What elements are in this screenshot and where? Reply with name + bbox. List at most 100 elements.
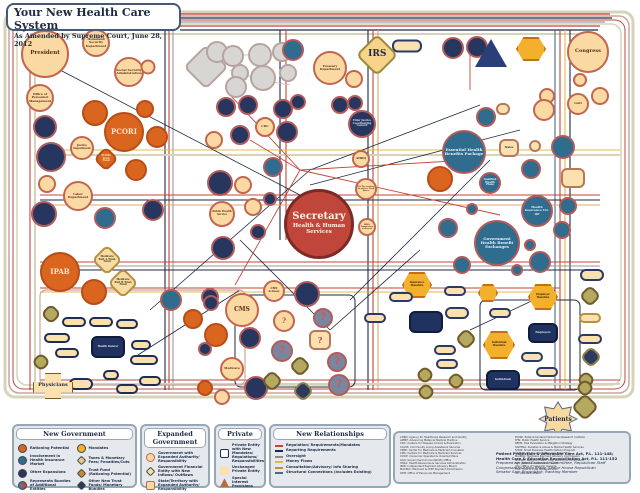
private-entity-box[interactable] <box>116 384 138 394</box>
small-peach-node[interactable] <box>140 59 156 75</box>
private-entity-box[interactable] <box>434 345 456 355</box>
private-entity-box[interactable] <box>578 334 602 344</box>
navy-node[interactable] <box>142 199 164 221</box>
navy-node[interactable] <box>198 342 212 356</box>
public-health-node[interactable]: Public Health Service <box>209 201 235 227</box>
navy-node[interactable] <box>33 115 57 139</box>
private-entity-box[interactable] <box>130 355 158 365</box>
hex-mandate-node[interactable] <box>516 37 546 61</box>
peach-node[interactable] <box>244 198 262 216</box>
congress-node[interactable]: Congress <box>567 31 609 73</box>
blue-node[interactable] <box>524 239 536 251</box>
qualified-health-plans-node[interactable]: Qualified Health Plans <box>479 172 501 194</box>
labor-department-node[interactable]: Labor Department <box>63 181 93 211</box>
private-entity-box[interactable] <box>103 370 119 380</box>
bundle-node[interactable] <box>94 207 116 229</box>
secretary-hhs-node[interactable]: Secretary Health & Human Services <box>284 189 354 259</box>
pcori-sub-node[interactable] <box>146 126 168 148</box>
opm-node[interactable]: Office of Personnel Management <box>26 84 54 112</box>
navy-node[interactable] <box>290 94 306 110</box>
bundle-node[interactable] <box>263 157 283 177</box>
private-entity-box[interactable] <box>389 292 413 302</box>
navy-node[interactable] <box>207 170 233 196</box>
navy-box-node[interactable] <box>409 311 443 333</box>
private-entity-box[interactable] <box>44 333 70 343</box>
private-entity-box[interactable] <box>579 313 601 323</box>
hex-mandate-node[interactable] <box>478 284 498 302</box>
orange-node[interactable] <box>197 380 213 396</box>
blue-node[interactable] <box>553 221 571 239</box>
question-mark-icon[interactable]: ? <box>313 308 333 328</box>
peach-node[interactable] <box>214 389 230 405</box>
orange-node[interactable] <box>427 166 453 192</box>
health-insurer-node[interactable]: Health Insurer <box>91 336 125 358</box>
gao-node[interactable]: GAO <box>567 93 589 115</box>
essential-health-benefits-node[interactable]: Essential Health Benefits Package <box>442 130 486 174</box>
private-entity-box[interactable] <box>62 317 86 327</box>
bundle-node[interactable] <box>160 289 182 311</box>
individual-mandate-node[interactable]: Individual Mandate <box>483 331 515 359</box>
navy-node[interactable] <box>211 236 235 260</box>
blue-node[interactable] <box>529 251 551 273</box>
peach-node[interactable] <box>533 99 555 121</box>
blue-node[interactable] <box>521 159 541 179</box>
orange-node[interactable] <box>81 279 107 305</box>
social-security-node[interactable]: Social Security Administration <box>114 57 144 87</box>
individuals-node[interactable]: Individuals <box>486 370 520 390</box>
navy-node[interactable] <box>273 99 293 119</box>
navy-node[interactable] <box>347 95 363 111</box>
justice-department-node[interactable]: Justice Department <box>70 136 94 160</box>
bundle-node[interactable] <box>282 39 304 61</box>
blue-node[interactable] <box>476 107 496 127</box>
grey-node[interactable] <box>248 43 272 67</box>
private-entity-box[interactable] <box>55 348 79 358</box>
government-exchanges-node[interactable]: Government Health Benefit Exchanges <box>474 220 520 266</box>
peach-node[interactable] <box>234 176 252 194</box>
navy-node[interactable] <box>276 121 298 143</box>
grey-node[interactable] <box>225 76 247 98</box>
president-node[interactable]: President <box>21 30 69 78</box>
peach-node[interactable] <box>591 87 609 105</box>
navy-node[interactable] <box>250 224 266 240</box>
grey-node[interactable] <box>279 64 297 82</box>
pcori-board-node[interactable] <box>82 100 108 126</box>
employer-mandate-node[interactable]: Employer Mandate <box>528 284 558 310</box>
private-entity-box[interactable] <box>89 317 113 327</box>
peach-node[interactable] <box>345 70 363 88</box>
navy-node[interactable] <box>238 95 258 115</box>
private-entity-box[interactable] <box>131 340 151 350</box>
inspector-general-node[interactable]: HHS Inspector General <box>358 218 376 236</box>
unknown-entity-node[interactable]: ? <box>273 310 295 332</box>
elder-justice-node[interactable]: Elder Justice Coordinating Council <box>348 110 376 138</box>
navy-node[interactable] <box>442 37 464 59</box>
treasury-department-node[interactable]: Treasury Department <box>313 51 347 85</box>
blue-node[interactable] <box>453 256 471 274</box>
navy-node[interactable] <box>294 281 320 307</box>
ipab-node[interactable]: IPAB <box>40 252 80 292</box>
navy-node[interactable] <box>216 97 236 117</box>
question-mark-icon[interactable]: ? <box>328 374 350 396</box>
private-entity-box[interactable] <box>580 269 604 281</box>
cms-actuary-node[interactable]: CMS Actuary <box>263 280 285 302</box>
private-entity-box[interactable] <box>521 352 543 362</box>
peach-box-node[interactable] <box>529 140 541 152</box>
question-mark-icon[interactable]: ? <box>327 352 347 372</box>
private-entity-box[interactable] <box>139 376 161 386</box>
navy-node[interactable] <box>230 125 250 145</box>
cms-node[interactable]: CMS <box>225 293 259 327</box>
private-entity-box[interactable] <box>489 308 511 318</box>
peach-node[interactable] <box>205 131 223 149</box>
peach-node[interactable] <box>573 73 587 87</box>
medicare-node[interactable]: Medicare <box>220 357 244 381</box>
private-entity-box[interactable] <box>116 319 138 329</box>
cdc-node[interactable]: CDC <box>255 117 275 137</box>
blue-node[interactable] <box>438 218 458 238</box>
question-mark-icon[interactable]: ? <box>271 340 293 362</box>
employers-node[interactable]: Employers <box>528 323 558 343</box>
pcori-sub-node[interactable] <box>136 100 154 118</box>
ahrq-node[interactable]: AHRQ <box>352 150 370 168</box>
navy-node[interactable] <box>31 201 57 227</box>
blue-node[interactable] <box>559 197 577 215</box>
navy-node[interactable] <box>263 192 277 206</box>
private-entity-box[interactable] <box>364 313 386 323</box>
